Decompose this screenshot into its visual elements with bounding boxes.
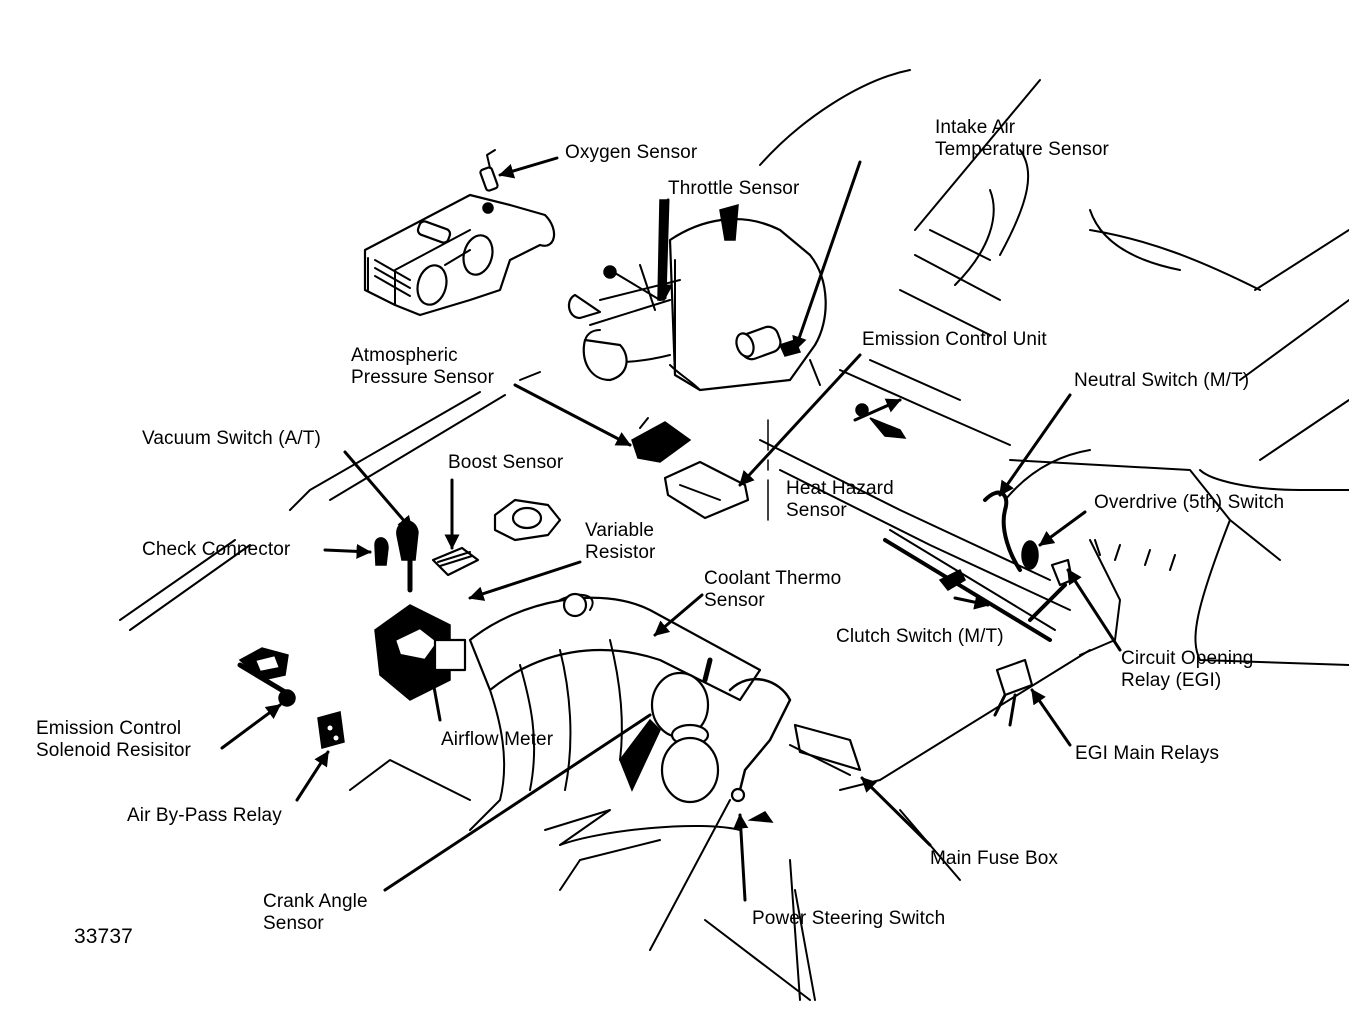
- overdrive-switch-part: [1021, 540, 1039, 570]
- throttle-body: [567, 199, 827, 392]
- label-emission-control-unit: Emission Control Unit: [862, 329, 1047, 350]
- boost-sensor-part: [431, 546, 480, 577]
- circuit-opening-relay-part: [1028, 558, 1074, 622]
- label-neutral-switch: Neutral Switch (M/T): [1074, 370, 1250, 391]
- label-power-steering-switch: Power Steering Switch: [752, 908, 946, 929]
- label-main-fuse-box: Main Fuse Box: [930, 848, 1059, 869]
- label-emission-control-solenoid-resistor: Emission Control Solenoid Resisitor: [36, 718, 191, 761]
- exhaust-manifold: [363, 149, 556, 317]
- label-overdrive-switch: Overdrive (5th) Switch: [1094, 492, 1285, 513]
- vehicle-body-outline: [119, 69, 1349, 1001]
- heat-hazard-sensor-part: [855, 403, 907, 439]
- label-clutch-switch: Clutch Switch (M/T): [836, 626, 1004, 647]
- air-bypass-relay-part: [317, 711, 345, 749]
- label-throttle-sensor: Throttle Sensor: [668, 178, 800, 199]
- label-oxygen-sensor: Oxygen Sensor: [565, 142, 698, 163]
- label-crank-angle-sensor: Crank Angle Sensor: [263, 891, 368, 934]
- radiator-cap: [493, 498, 562, 542]
- label-check-connector: Check Connector: [142, 539, 291, 560]
- atmospheric-pressure-sensor-part: [631, 417, 692, 463]
- label-vacuum-switch: Vacuum Switch (A/T): [142, 428, 321, 449]
- airflow-meter-part: [374, 604, 467, 701]
- egi-main-relays-part: [993, 658, 1034, 727]
- label-variable-resistor: Variable Resistor: [585, 520, 656, 563]
- leader-lines: [220, 156, 1122, 902]
- label-airflow-meter: Airflow Meter: [441, 729, 554, 750]
- label-boost-sensor: Boost Sensor: [448, 452, 564, 473]
- power-steering-switch-part: [728, 677, 792, 823]
- main-fuse-box-part: [789, 723, 862, 776]
- label-intake-air-temperature-sensor: Intake Air Temperature Sensor: [935, 117, 1109, 160]
- label-air-bypass-relay: Air By-Pass Relay: [127, 805, 282, 826]
- emission-control-unit-part: [663, 460, 750, 520]
- label-coolant-thermo-sensor: Coolant Thermo Sensor: [704, 568, 842, 611]
- label-egi-main-relays: EGI Main Relays: [1075, 743, 1220, 764]
- clutch-switch-part: [883, 529, 1056, 642]
- vacuum-switch-part: [396, 520, 419, 593]
- crank-angle-sensor-part: [619, 657, 720, 804]
- label-circuit-opening-relay: Circuit Opening Relay (EGI): [1121, 648, 1254, 691]
- engine-block: [468, 592, 762, 831]
- check-connector-part: [374, 537, 389, 566]
- emission-control-solenoid-resistor-part: [237, 647, 296, 707]
- label-atmospheric-pressure-sensor: Atmospheric Pressure Sensor: [351, 345, 495, 388]
- label-heat-hazard-sensor: Heat Hazard Sensor: [786, 478, 894, 521]
- figure-number: 33737: [74, 925, 133, 948]
